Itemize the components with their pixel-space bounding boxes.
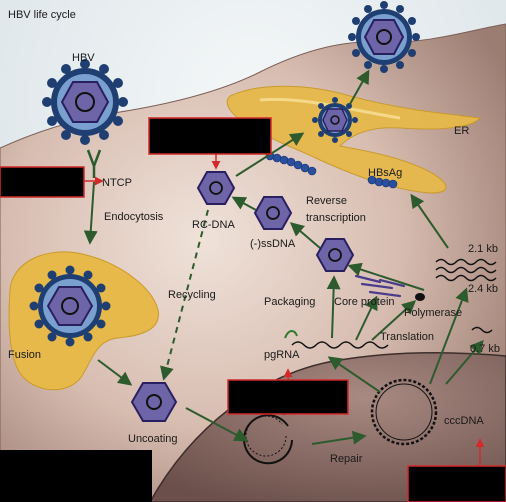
er-highlight <box>259 97 401 120</box>
label-hbv: HBV <box>72 52 95 64</box>
arrow-translation-hbsag <box>410 193 449 249</box>
redacted-box-ntcp <box>0 166 85 198</box>
label-repair: Repair <box>330 453 363 465</box>
label-translation: Translation <box>380 331 434 343</box>
core-protein-icons <box>354 274 406 298</box>
hbv-virion-budding <box>312 97 358 143</box>
arrow-repair <box>311 430 367 445</box>
arrow-polymerase-to-capsid <box>347 262 425 291</box>
label-0-7-kb: 0.7 kb <box>470 343 500 355</box>
redacted-box-bottom-left <box>0 450 152 502</box>
label-transcription: transcription <box>306 212 366 224</box>
capsid-rc-dna <box>196 171 236 205</box>
arrow-endocytosis <box>83 181 98 245</box>
redacted-box-cccdna <box>407 465 506 502</box>
arrow-core-protein <box>355 295 378 341</box>
hbv-virion-released <box>348 1 420 73</box>
pgrna-epsilon-icon <box>284 330 298 339</box>
label-2-4-kb: 2.4 kb <box>468 283 498 295</box>
label-recycling: Recycling <box>168 289 216 301</box>
label-packaging: Packaging <box>264 296 315 308</box>
capsid-ss-dna <box>253 196 293 230</box>
label-ntcp: NTCP <box>102 177 132 189</box>
arrow-transcription-mrna <box>429 287 469 385</box>
hbv-virion-endosome <box>29 265 111 347</box>
pathway-arrows <box>83 69 484 445</box>
arrow-polymerase <box>371 300 417 341</box>
label-rc-dna: RC-DNA <box>192 219 235 231</box>
label-reverse: Reverse <box>306 195 347 207</box>
label-2-1-kb: 2.1 kb <box>468 243 498 255</box>
label-hbsag: HBsAg <box>368 167 402 179</box>
arrow-recycling <box>160 209 209 381</box>
capsid-uncoating <box>130 382 178 422</box>
label-pgrna: pgRNA <box>264 349 300 361</box>
label-er: ER <box>454 125 469 137</box>
pgrna-strand <box>291 341 389 349</box>
label-ss-dna: (-)ssDNA <box>250 238 296 250</box>
redacted-box-pgrna <box>227 379 349 415</box>
redacted-box-rcdna <box>148 117 272 155</box>
label-cccdna: cccDNA <box>444 415 484 427</box>
mrna-transcripts <box>435 258 497 334</box>
polymerase-icon <box>415 293 425 301</box>
arrow-packaging <box>326 275 341 339</box>
arrow-transcription-07kb <box>445 339 484 385</box>
label-fusion: Fusion <box>8 349 41 361</box>
arrow-ssdna-to-rcdna <box>231 196 257 211</box>
arrow-rcdna-to-er <box>235 132 305 177</box>
arrow-fusion-to-uncoating <box>97 359 133 386</box>
endoplasmic-reticulum <box>226 85 481 194</box>
label-core-protein: Core protein <box>334 296 395 308</box>
diagram-title: HBV life cycle <box>8 9 76 21</box>
hbsag-particles <box>265 151 398 189</box>
label-polymerase: Polymerase <box>404 307 462 319</box>
label-uncoating: Uncoating <box>128 433 178 445</box>
arrow-uncoating-to-nucleus <box>185 407 249 442</box>
arrow-release <box>349 69 370 105</box>
hbv-virion-extracellular <box>42 59 128 145</box>
arrow-reverse-transcription <box>289 222 321 249</box>
ntcp-receptor-icon <box>86 149 102 178</box>
capsid-pgrna <box>315 238 355 272</box>
label-endocytosis: Endocytosis <box>104 211 164 223</box>
cccdna-icon <box>370 378 438 446</box>
arrow-transcription-pgrna <box>327 356 381 393</box>
